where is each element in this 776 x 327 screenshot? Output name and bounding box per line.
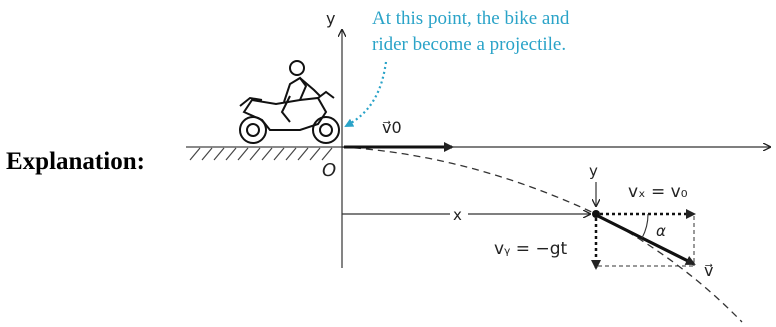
v0-label: v⃗0 (382, 118, 402, 137)
callout-line-2: rider become a projectile. (372, 34, 567, 55)
trajectory-curve (341, 146, 743, 323)
alpha-arc (641, 213, 649, 239)
callout-line-1: At this point, the bike and (372, 8, 570, 29)
ground-hatch (186, 146, 342, 161)
vx-label: vₓ = v₀ (628, 182, 688, 202)
point-y-label: y (589, 162, 598, 180)
v-label: v⃗ (704, 261, 713, 280)
v-vector (597, 214, 696, 266)
callout-text: At this point, the bike and rider become… (372, 6, 672, 58)
x-distance-label: x (453, 206, 462, 224)
y-axis-label: y (326, 9, 335, 28)
callout-arrow (344, 61, 388, 127)
explanation-label: Explanation: (6, 148, 145, 175)
origin-label: O (322, 160, 336, 181)
alpha-label: α (656, 222, 666, 240)
vy-label: vᵧ = −gt (494, 239, 567, 259)
motorcycle-rider-icon (239, 60, 340, 144)
